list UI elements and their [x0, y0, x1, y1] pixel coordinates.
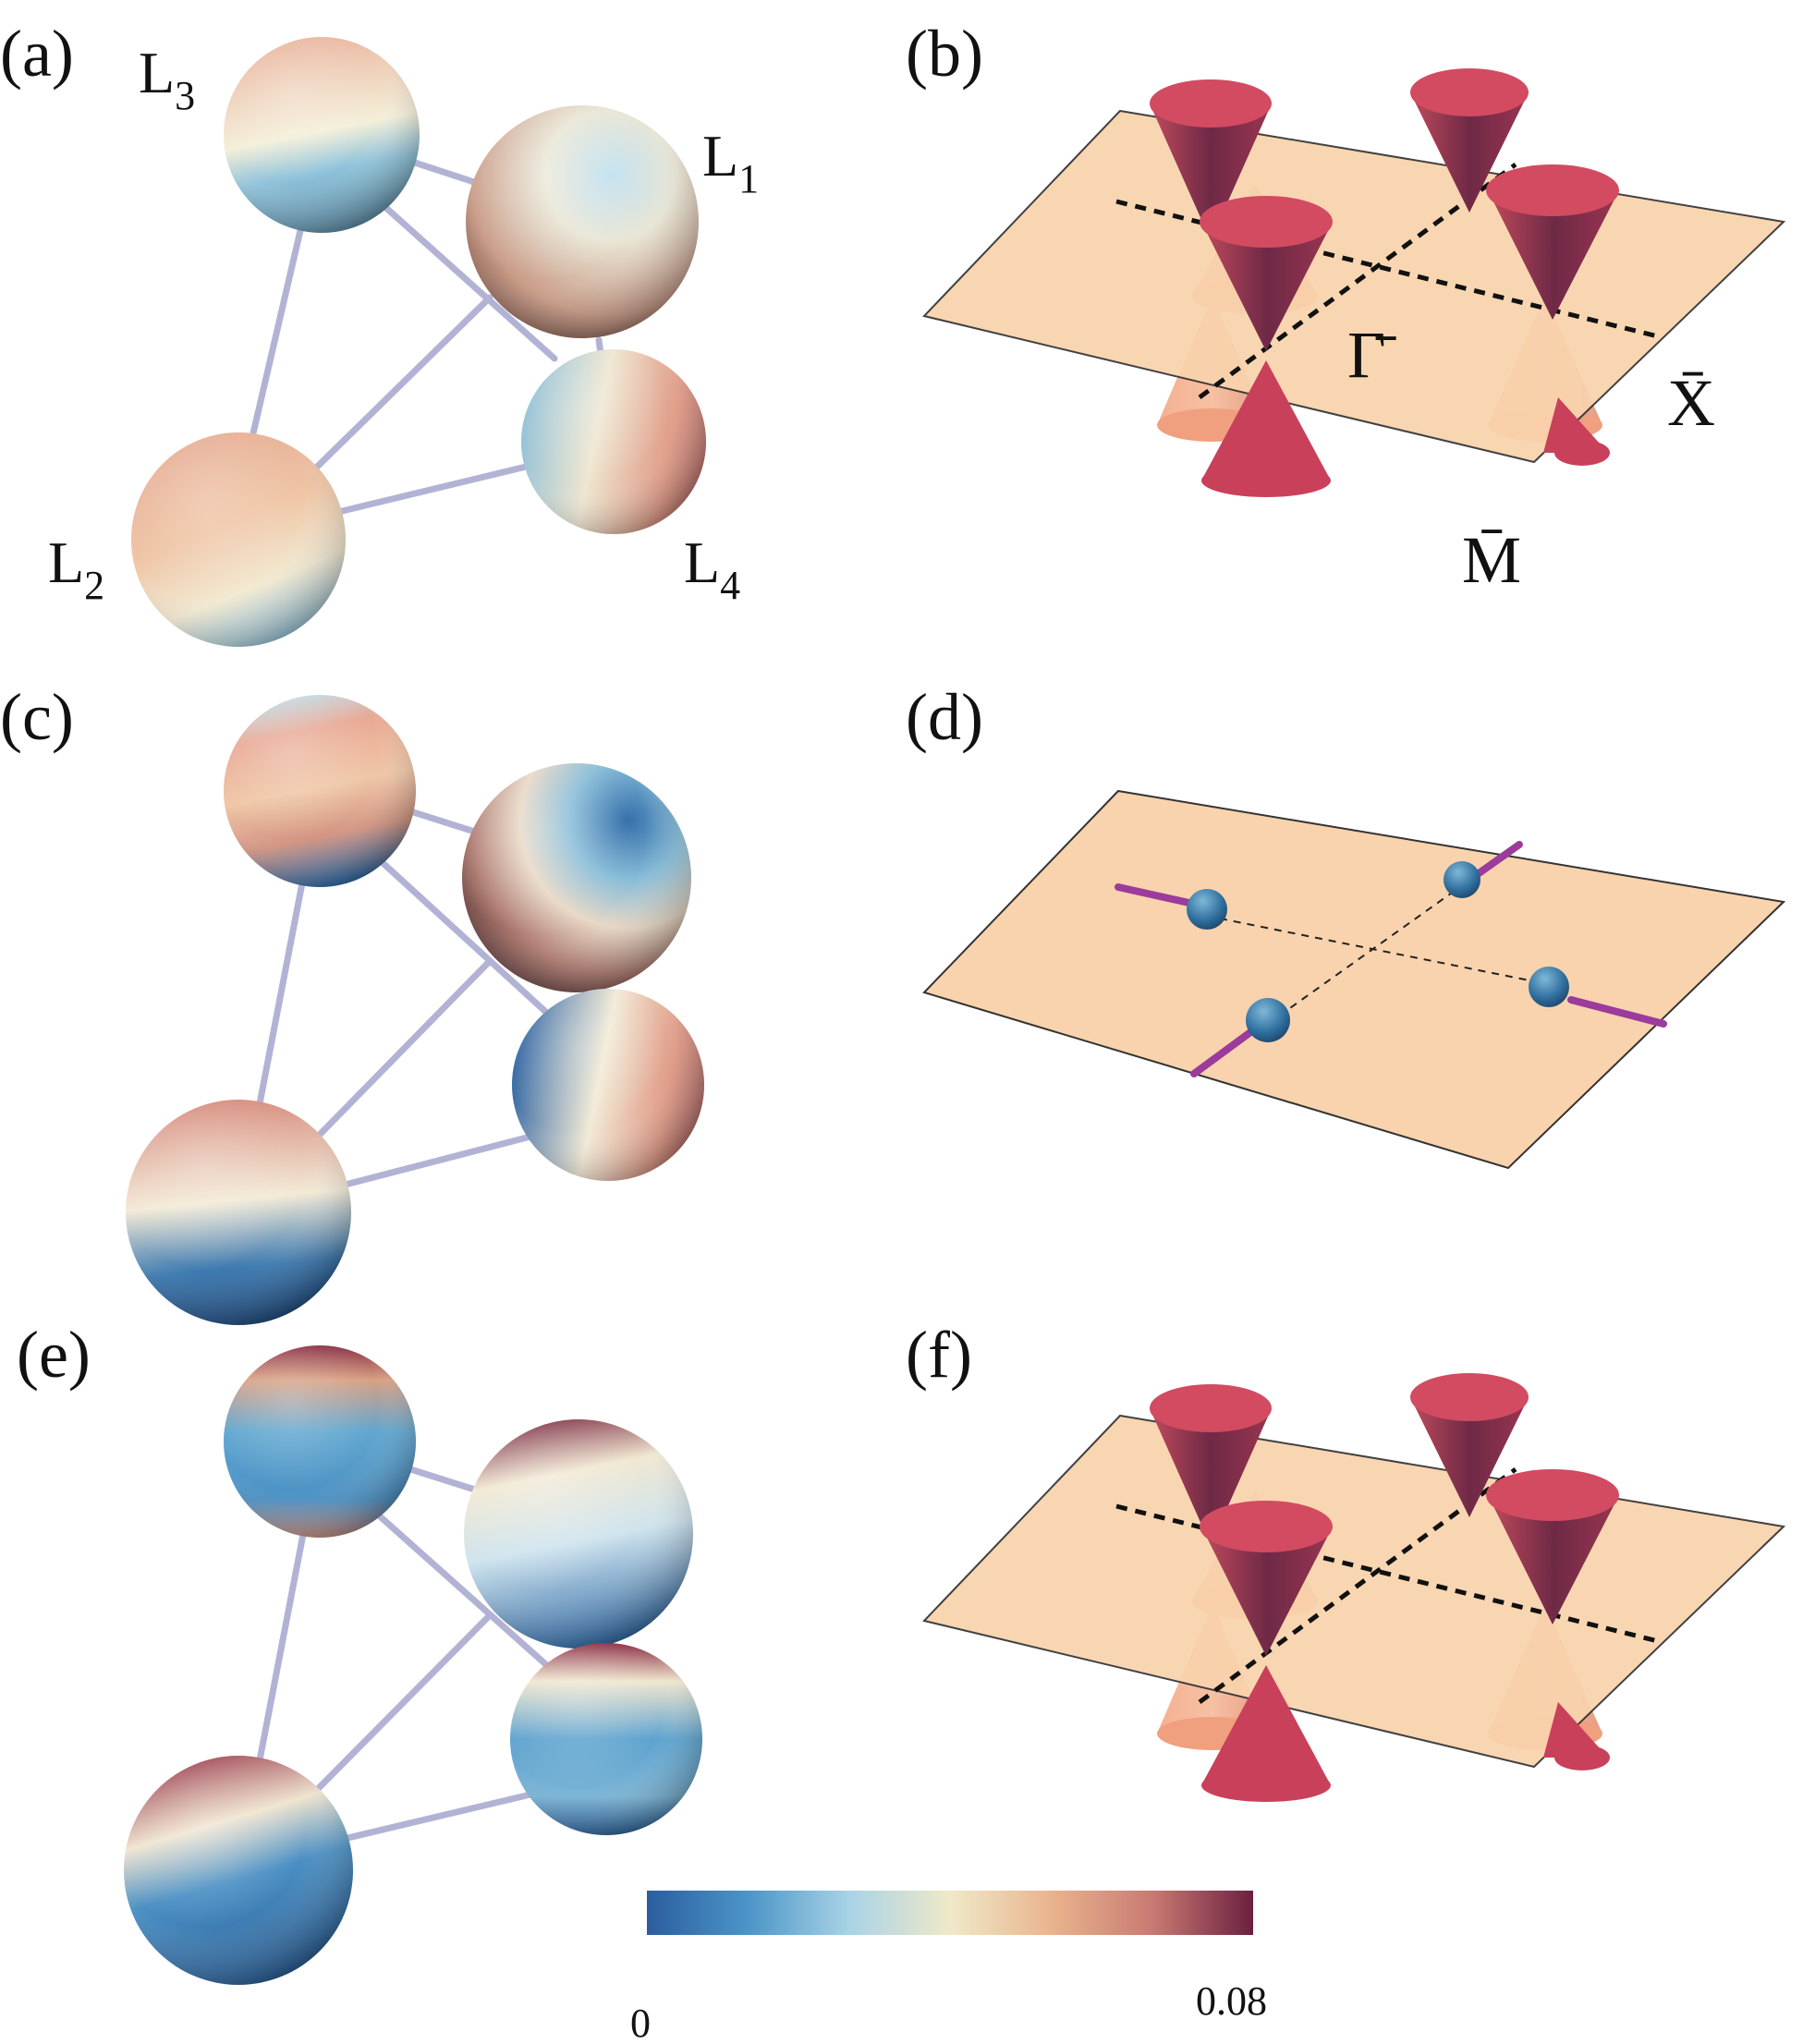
panel-a: (a) L3 L1 L2 L4: [0, 17, 759, 647]
surface-bz-plane-b: [922, 109, 1786, 464]
bottom-cones-f: [1201, 1665, 1610, 1802]
colorbar-scale: [647, 1891, 1253, 1935]
high-symmetry-paths-d: [1219, 881, 1553, 1025]
node-label-l3: L3: [139, 40, 195, 118]
dirac-cone-upper: [1201, 1527, 1333, 1656]
dirac-cone-upper: [1150, 103, 1272, 240]
spheres-a: [131, 37, 706, 647]
dirac-cone-upper: [1201, 222, 1333, 351]
spheres-c: [126, 695, 704, 1325]
weyl-lines-d: [1115, 841, 1667, 1077]
dirac-cone-upper: [1488, 190, 1619, 320]
panel-b: (b) Γ̄: [906, 17, 1786, 597]
panel-e: (e): [17, 1318, 702, 1985]
bottom-cones-b: [1201, 360, 1610, 497]
panel-label-a: (a): [0, 17, 74, 91]
dirac-cone-upper: [1410, 92, 1529, 213]
colorbar-max-label: 0.08: [1196, 1978, 1267, 2024]
panel-label-d: (d): [906, 680, 983, 754]
panel-label-f: (f): [906, 1318, 972, 1392]
weyl-point: [1444, 861, 1480, 898]
high-symmetry-paths-b: [1115, 162, 1659, 400]
weyl-point: [1187, 889, 1227, 930]
panel-f: (f): [906, 1318, 1786, 1802]
upper-cones-b: [1150, 68, 1619, 351]
dirac-cone-upper: [1488, 1495, 1619, 1624]
kpoint-x: X̄: [1667, 366, 1715, 440]
panel-label-c: (c): [0, 680, 74, 754]
surface-bz-plane-d: [922, 789, 1786, 1170]
colorbar-min-label: 0: [630, 2001, 651, 2044]
weyl-point: [1246, 998, 1290, 1042]
node-label-l1: L1: [702, 123, 759, 201]
dirac-cone-upper: [1410, 1397, 1529, 1517]
upper-cones-f: [1150, 1373, 1619, 1656]
panel-label-b: (b): [906, 17, 983, 91]
surface-bz-plane-f: [922, 1414, 1786, 1769]
node-label-l4: L4: [684, 529, 740, 608]
high-symmetry-paths-f: [1115, 1466, 1659, 1705]
weyl-points-d: [1187, 861, 1569, 1042]
panel-label-e: (e): [17, 1318, 91, 1392]
panel-c: (c): [0, 680, 704, 1325]
weyl-point: [1529, 967, 1569, 1007]
dirac-cone-upper: [1150, 1408, 1272, 1545]
spheres-e: [124, 1345, 702, 1985]
kpoint-m: M̄: [1462, 523, 1521, 597]
node-label-l2: L2: [48, 529, 104, 608]
colorbar: 0 0.08: [630, 1891, 1267, 2044]
panel-d: (d): [906, 680, 1786, 1170]
